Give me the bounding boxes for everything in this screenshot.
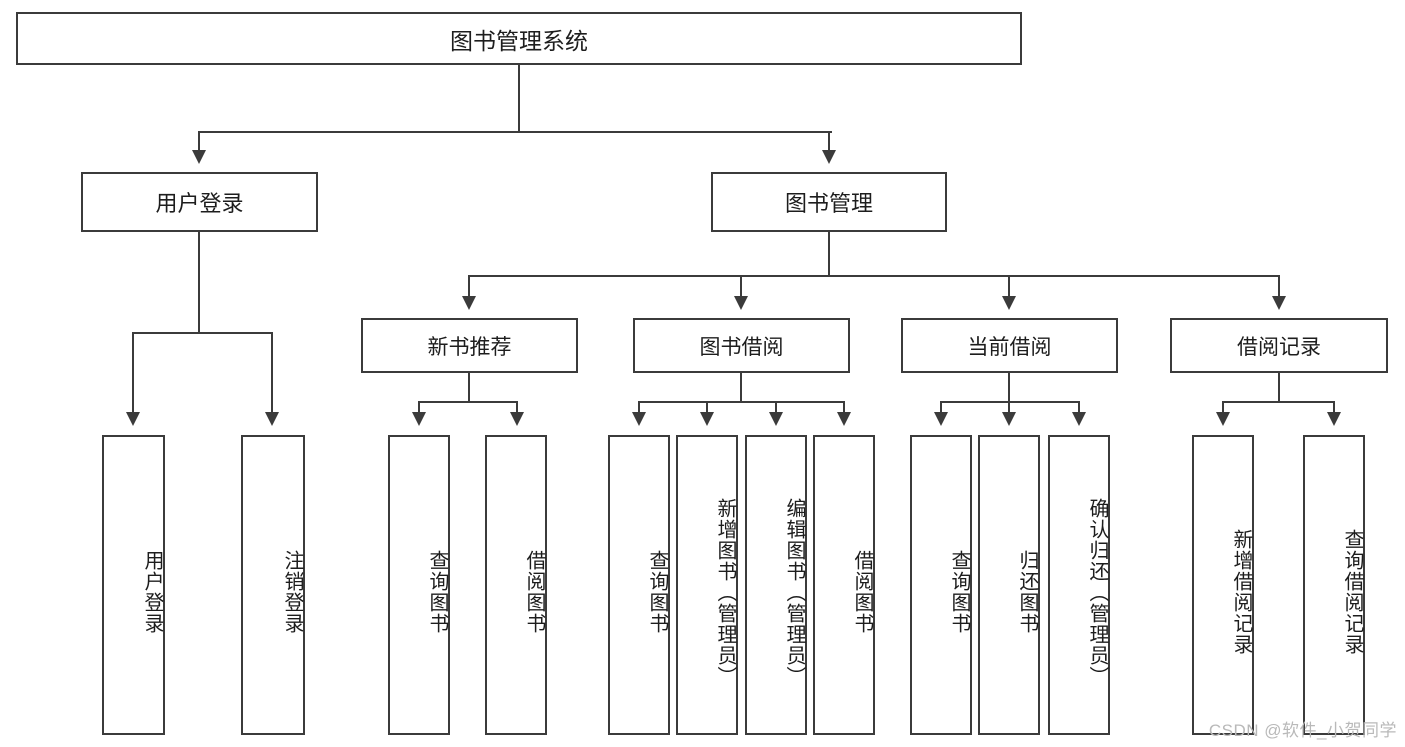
- node-user-login[interactable]: 用户登录: [81, 172, 318, 232]
- connector-currentborrow-to-leaf1: [940, 401, 942, 415]
- leaf-logout[interactable]: 注销登录: [241, 435, 305, 735]
- node-book-borrow[interactable]: 图书借阅: [633, 318, 850, 373]
- arrowhead-root-to-userlogin: [192, 150, 206, 164]
- connector-currentborrow-stem: [1008, 373, 1010, 403]
- connector-root-to-bookmgmt: [828, 131, 830, 152]
- arrowhead-root-to-bookmgmt: [822, 150, 836, 164]
- node-label: 注销登录: [281, 550, 303, 634]
- leaf-add-borrow-record[interactable]: 新增借阅记录: [1192, 435, 1254, 735]
- node-label: 用户登录: [141, 550, 163, 634]
- arrowhead-bookborrow-to-leaf2: [700, 412, 714, 426]
- arrowhead-bookmgmt-to-current: [1002, 296, 1016, 310]
- node-label: 编辑图书（管理员）: [783, 497, 805, 687]
- node-label: 借阅图书: [851, 550, 873, 634]
- node-label: 查询借阅记录: [1341, 529, 1363, 655]
- node-label: 新增借阅记录: [1230, 529, 1252, 655]
- node-label: 确认归还（管理员）: [1086, 497, 1108, 687]
- arrowhead-newbook-to-leaf1: [412, 412, 426, 426]
- node-label: 图书管理: [784, 191, 873, 216]
- arrowhead-bookborrow-to-leaf1: [632, 412, 646, 426]
- node-label: 当前借阅: [967, 335, 1052, 359]
- arrowhead-bookmgmt-to-new: [462, 296, 476, 310]
- connector-borrowrecord-bus: [1222, 401, 1335, 403]
- connector-bookborrow-to-leaf3: [775, 401, 777, 415]
- arrowhead-borrowrecord-to-leaf1: [1216, 412, 1230, 426]
- leaf-query-books-recommend[interactable]: 查询图书: [388, 435, 450, 735]
- node-borrow-record[interactable]: 借阅记录: [1170, 318, 1388, 373]
- node-label: 用户登录: [155, 191, 244, 216]
- arrowhead-bookborrow-to-leaf3: [769, 412, 783, 426]
- arrowhead-borrowrecord-to-leaf2: [1327, 412, 1341, 426]
- connector-bookmgmt-bus: [468, 275, 1280, 277]
- node-root-system[interactable]: 图书管理系统: [16, 12, 1022, 65]
- node-label: 图书借阅: [699, 335, 784, 359]
- node-label: 图书管理系统: [450, 27, 588, 54]
- arrowhead-userlogin-to-leaf2: [265, 412, 279, 426]
- connector-bookborrow-stem: [740, 373, 742, 403]
- leaf-return-books[interactable]: 归还图书: [978, 435, 1040, 735]
- connector-userlogin-bus: [132, 332, 272, 334]
- connector-newbook-to-leaf1: [418, 401, 420, 415]
- leaf-query-books-borrow[interactable]: 查询图书: [608, 435, 670, 735]
- connector-root-stem: [518, 65, 520, 133]
- node-label: 借阅图书: [523, 550, 545, 634]
- connector-borrowrecord-to-leaf2: [1333, 401, 1335, 415]
- arrowhead-bookmgmt-to-borrow: [734, 296, 748, 310]
- connector-currentborrow-to-leaf2: [1008, 401, 1010, 415]
- node-label: 借阅记录: [1237, 335, 1321, 359]
- connector-bookmgmt-to-current: [1008, 275, 1010, 299]
- connector-bookborrow-to-leaf4: [843, 401, 845, 415]
- connector-currentborrow-to-leaf3: [1078, 401, 1080, 415]
- leaf-borrow-books-recommend[interactable]: 借阅图书: [485, 435, 547, 735]
- connector-bookmgmt-to-new: [468, 275, 470, 299]
- connector-bookmgmt-to-borrow: [740, 275, 742, 299]
- node-label: 新书推荐: [427, 335, 512, 359]
- connector-root-to-userlogin: [198, 131, 200, 152]
- node-book-management[interactable]: 图书管理: [711, 172, 947, 232]
- connector-userlogin-to-leaf2: [271, 332, 273, 415]
- connector-bookborrow-bus: [638, 401, 844, 403]
- arrowhead-currentborrow-to-leaf1: [934, 412, 948, 426]
- connector-newbook-bus: [418, 401, 518, 403]
- arrowhead-newbook-to-leaf2: [510, 412, 524, 426]
- connector-root-bus: [198, 131, 832, 133]
- leaf-user-login[interactable]: 用户登录: [102, 435, 165, 735]
- connector-currentborrow-bus: [940, 401, 1080, 403]
- arrowhead-currentborrow-to-leaf3: [1072, 412, 1086, 426]
- arrowhead-userlogin-to-leaf1: [126, 412, 140, 426]
- connector-userlogin-to-leaf1: [132, 332, 134, 415]
- connector-newbook-stem: [468, 373, 470, 403]
- arrowhead-bookmgmt-to-record: [1272, 296, 1286, 310]
- node-label: 归还图书: [1016, 550, 1038, 634]
- connector-newbook-to-leaf2: [516, 401, 518, 415]
- leaf-add-book-admin[interactable]: 新增图书（管理员）: [676, 435, 738, 735]
- arrowhead-bookborrow-to-leaf4: [837, 412, 851, 426]
- node-label: 查询图书: [948, 550, 970, 634]
- node-current-borrow[interactable]: 当前借阅: [901, 318, 1118, 373]
- arrowhead-currentborrow-to-leaf2: [1002, 412, 1016, 426]
- connector-bookborrow-to-leaf1: [638, 401, 640, 415]
- leaf-confirm-return-admin[interactable]: 确认归还（管理员）: [1048, 435, 1110, 735]
- connector-bookborrow-to-leaf2: [706, 401, 708, 415]
- connector-bookmgmt-to-record: [1278, 275, 1280, 299]
- node-label: 新增图书（管理员）: [714, 497, 736, 687]
- connector-borrowrecord-stem: [1278, 373, 1280, 403]
- leaf-query-books-current[interactable]: 查询图书: [910, 435, 972, 735]
- leaf-edit-book-admin[interactable]: 编辑图书（管理员）: [745, 435, 807, 735]
- leaf-borrow-books-borrow[interactable]: 借阅图书: [813, 435, 875, 735]
- connector-bookmgmt-stem: [828, 232, 830, 277]
- node-new-book-recommend[interactable]: 新书推荐: [361, 318, 578, 373]
- connector-userlogin-stem: [198, 232, 200, 334]
- leaf-query-borrow-record[interactable]: 查询借阅记录: [1303, 435, 1365, 735]
- node-label: 查询图书: [426, 550, 448, 634]
- node-label: 查询图书: [646, 550, 668, 634]
- connector-borrowrecord-to-leaf1: [1222, 401, 1224, 415]
